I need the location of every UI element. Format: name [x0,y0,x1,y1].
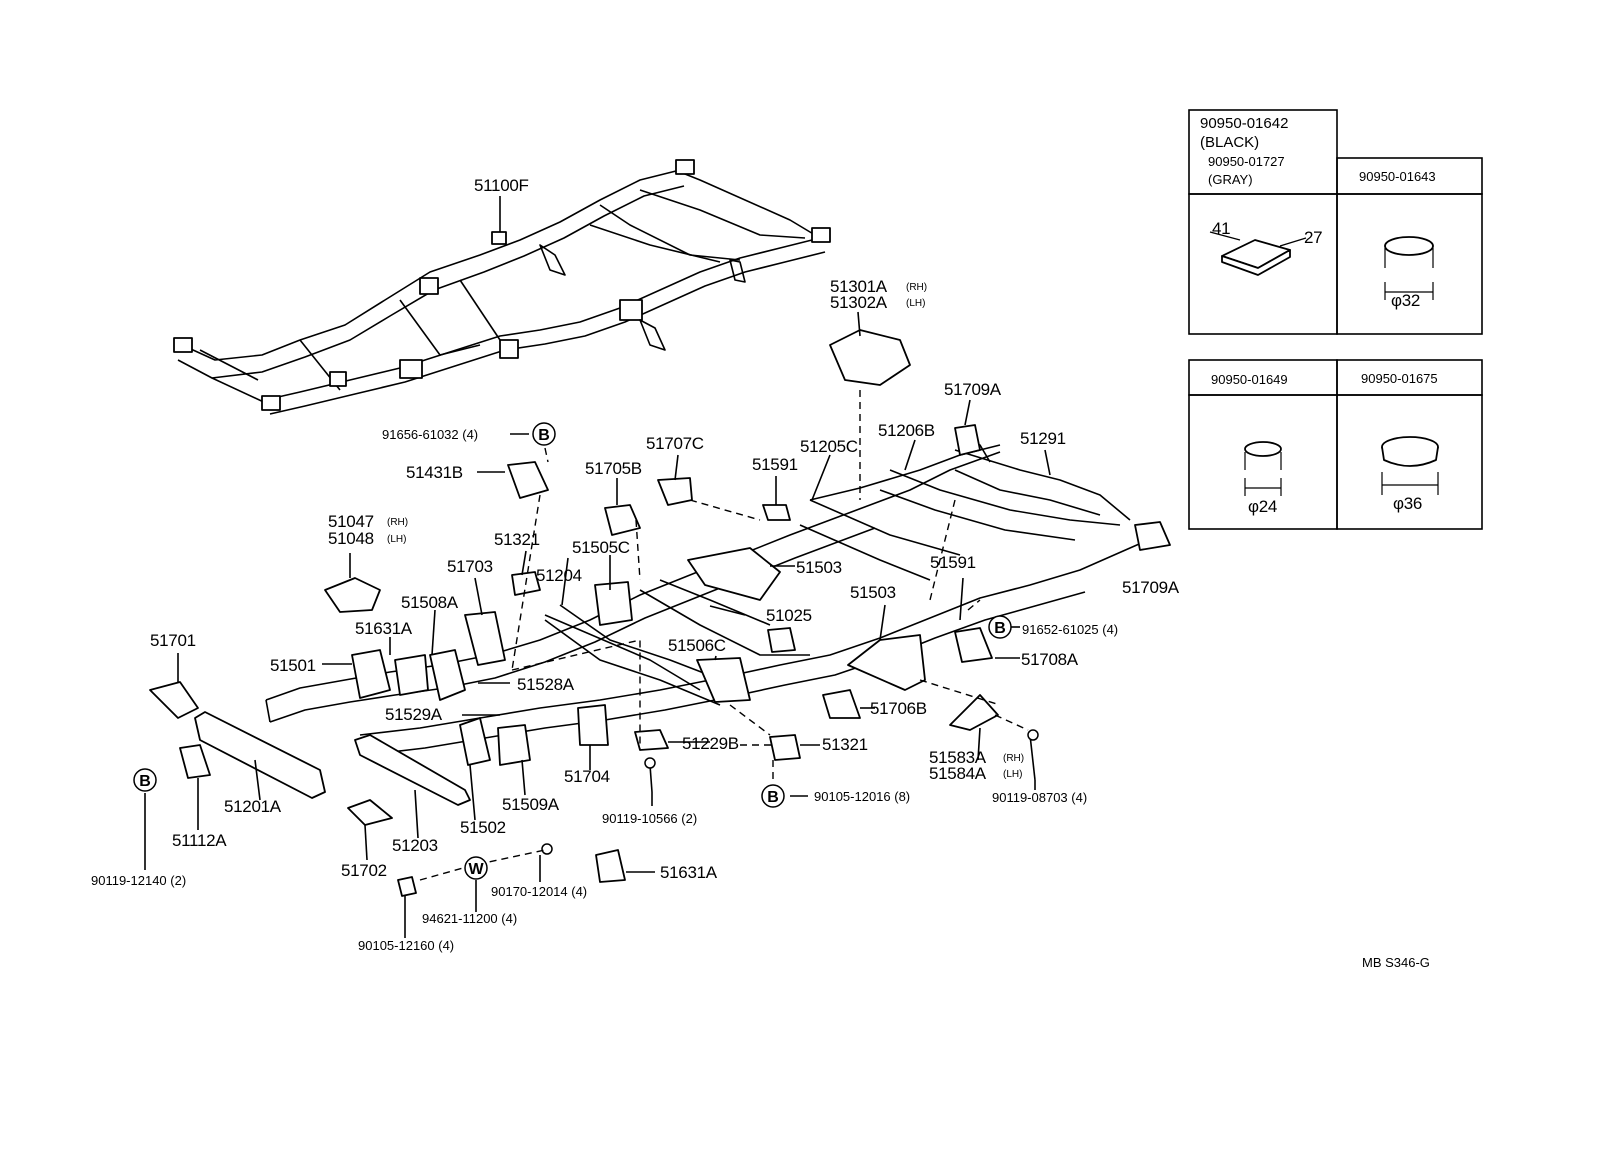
marker-w-circle [464,856,488,880]
label-rh: (RH) [1003,753,1024,764]
label-lh: (LH) [387,534,406,545]
dim-36: φ36 [1393,494,1422,513]
label-51591-b: 51591 [930,553,976,572]
plug-part-number: 90950-01642 [1200,115,1288,132]
label-51702: 51702 [341,861,387,880]
marker-b-label: B [139,773,151,790]
label-rh: (RH) [906,282,927,293]
label-90105-12160: 90105-12160 (4) [358,938,454,953]
label-51301A: 51301A [830,277,888,296]
marker-b-label: B [538,427,550,444]
label-51206B: 51206B [878,421,935,440]
plug-color: (BLACK) [1200,134,1259,151]
label-51509A: 51509A [502,795,560,814]
label-51583A: 51583A [929,748,987,767]
dim-27: 27 [1304,228,1322,247]
label-51291: 51291 [1020,429,1066,448]
label-51529A: 51529A [385,705,443,724]
label-51205C: 51205C [800,437,858,456]
label-51631A-b: 51631A [660,863,718,882]
label-51709A-right: 51709A [1122,578,1180,597]
plug-part-number: 90950-01649 [1211,372,1288,387]
label-51709A-top: 51709A [944,380,1002,399]
marker-b-circle [532,422,556,446]
label-90105-12016: 90105-12016 (8) [814,789,910,804]
plug-part-number: 90950-01643 [1359,169,1436,184]
round-plug-icon [1381,436,1439,495]
plug-table: 90950-01642 (BLACK) 90950-01727 (GRAY) 9… [1188,109,1483,530]
label-51229B: 51229B [682,734,739,753]
label-51528A: 51528A [517,675,575,694]
label-51047: 51047 [328,512,374,531]
label-51584A: 51584A [929,764,987,783]
label-90170-12014: 90170-12014 (4) [491,884,587,899]
plug-part-number: 90950-01675 [1361,371,1438,386]
label-51321-a: 51321 [494,530,540,549]
plug-color: (GRAY) [1208,172,1253,187]
marker-w-label: W [468,861,484,878]
label-51112A: 51112A [172,831,227,850]
label-lh: (LH) [906,298,925,309]
round-plug-icon [1384,236,1434,300]
plug-part-number: 90950-01727 [1208,154,1285,169]
dim-24: φ24 [1248,497,1277,516]
label-90119-10566: 90119-10566 (2) [602,811,697,826]
label-51705B: 51705B [585,459,642,478]
label-51302A: 51302A [830,293,888,312]
round-plug-icon [1244,441,1282,496]
part-labels: 51100F 51301A (RH) 51302A (LH) 51709A 51… [91,176,1430,970]
marker-b-circle [761,784,785,808]
label-51431B: 51431B [406,463,463,482]
marker-b-circle [988,615,1012,639]
label-94621-11200: 94621-11200 (4) [422,911,517,926]
dim-32: φ32 [1391,291,1420,310]
marker-circles: B B B B W [133,422,1012,880]
marker-b-label: B [994,620,1006,637]
label-51203: 51203 [392,836,438,855]
rectangular-plug-icon [1209,231,1307,276]
dim-41: 41 [1212,219,1230,238]
label-51502: 51502 [460,818,506,837]
label-51703: 51703 [447,557,493,576]
label-lh: (LH) [1003,769,1022,780]
label-51707C: 51707C [646,434,704,453]
label-51201A: 51201A [224,797,282,816]
label-51204: 51204 [536,566,582,585]
label-51506C: 51506C [668,636,726,655]
marker-b-label: B [767,789,779,806]
label-51025: 51025 [766,606,812,625]
frame-assembly-illustration [173,159,831,415]
label-51706B: 51706B [870,699,927,718]
label-91656-61032: 91656-61032 (4) [382,427,478,442]
label-51508A: 51508A [401,593,459,612]
label-51701: 51701 [150,631,196,650]
marker-b-circle [133,768,157,792]
label-51631A-a: 51631A [355,619,413,638]
label-51503-b: 51503 [850,583,896,602]
leader-lines [144,196,1051,938]
label-91652-61025: 91652-61025 (4) [1022,622,1118,637]
diagram-code: MB S346-G [1362,955,1430,970]
label-51591-a: 51591 [752,455,798,474]
label-51708A: 51708A [1021,650,1079,669]
label-51505C: 51505C [572,538,630,557]
label-90119-12140: 90119-12140 (2) [91,873,186,888]
label-51100F: 51100F [474,176,529,195]
label-90119-08703: 90119-08703 (4) [992,790,1087,805]
label-51503-a: 51503 [796,558,842,577]
label-51501: 51501 [270,656,316,675]
label-rh: (RH) [387,517,408,528]
label-51704: 51704 [564,767,610,786]
label-51321-b: 51321 [822,735,868,754]
label-51048: 51048 [328,529,374,548]
